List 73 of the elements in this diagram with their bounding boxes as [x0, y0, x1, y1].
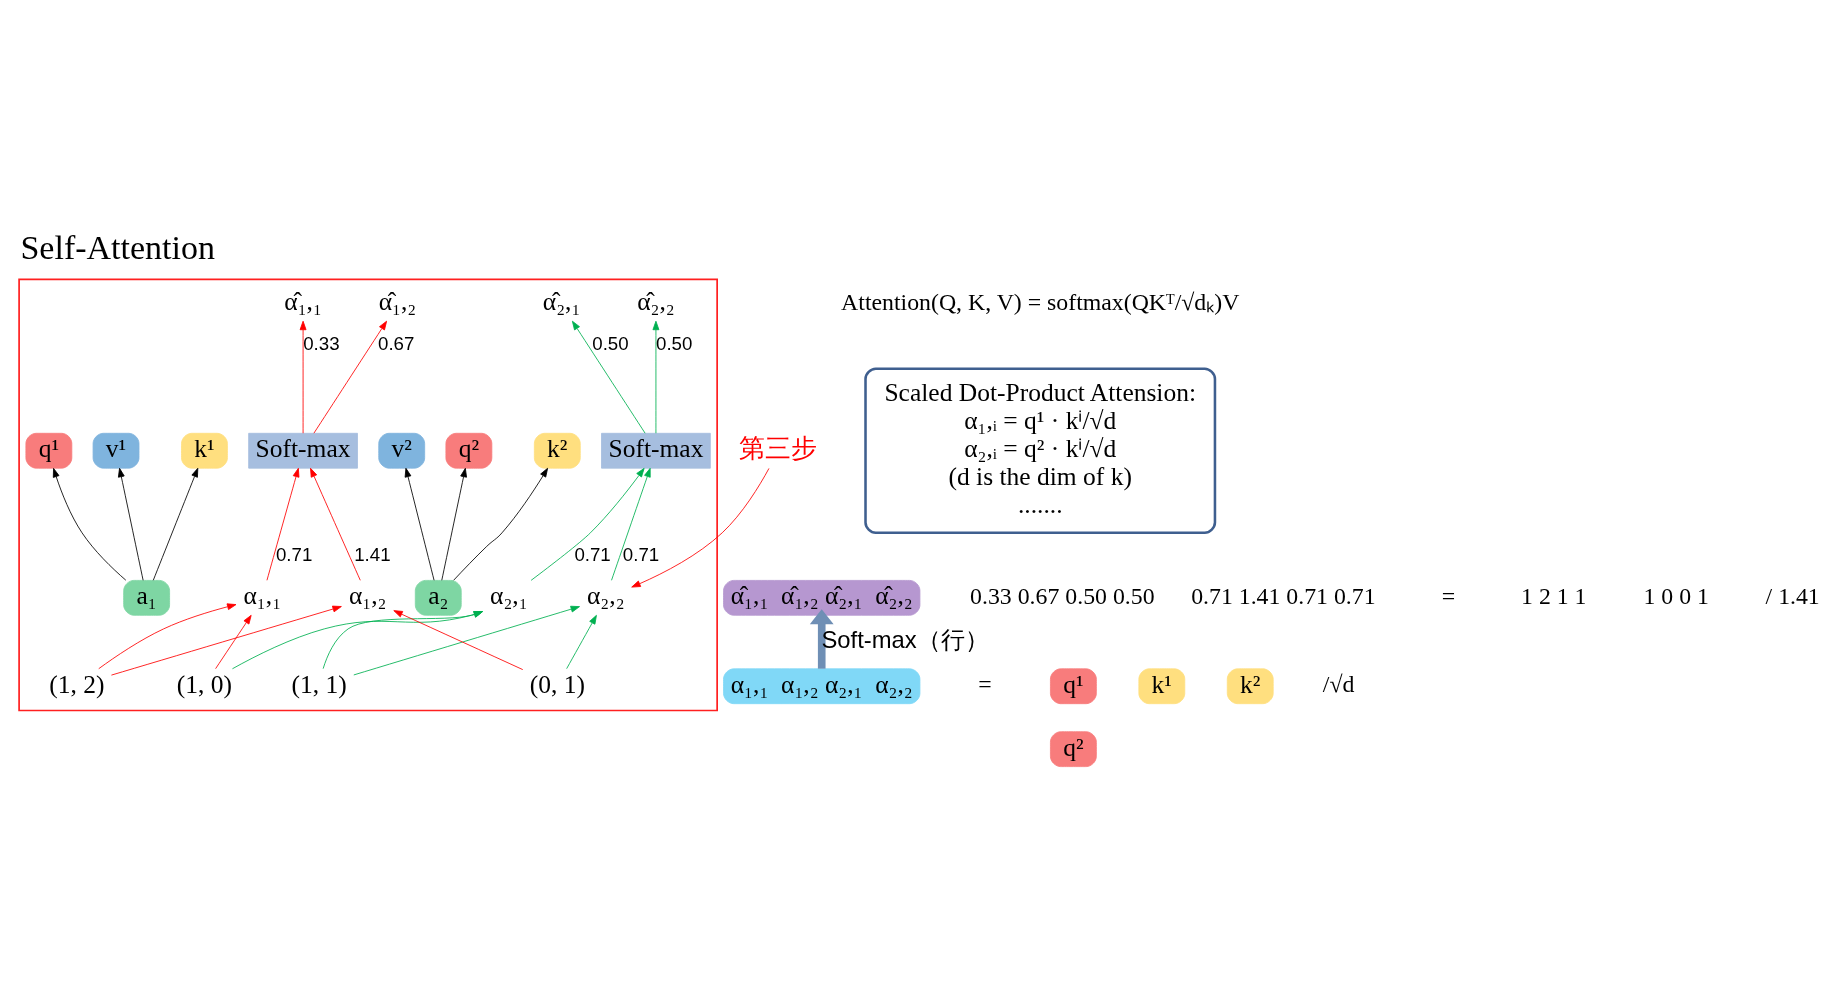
arrow [652, 320, 660, 434]
cluster [18, 278, 718, 712]
node-text: (0, 1) [529, 669, 585, 699]
label: 0.33 0.67 0.50 0.50 [970, 582, 1155, 609]
node-box: α̂₁,₁ α̂₁,₂ α̂₂,₁ α̂₂,₂ [723, 579, 921, 616]
arrow [453, 467, 549, 581]
node-text: 第三步 [738, 434, 817, 464]
arrow [809, 609, 834, 669]
node-box: q¹ [25, 432, 73, 469]
arrow [313, 320, 388, 434]
edge-label: 0.71 [622, 544, 660, 566]
node-box: k² [1226, 668, 1274, 705]
arrow [404, 467, 435, 581]
node-box: a₂ [414, 579, 462, 616]
arrow [215, 614, 252, 670]
arrow [322, 611, 484, 670]
label: 0.71 1.41 0.71 0.71 [1191, 582, 1376, 609]
arrow [530, 467, 645, 581]
node-text: α₁,₁ [243, 581, 282, 611]
arrow [232, 611, 484, 670]
label: = [1441, 582, 1456, 609]
edge-label: 0.67 [377, 332, 415, 354]
arrow [152, 467, 199, 581]
node-box: k¹ [1138, 668, 1186, 705]
node-text: α₁,₂ [348, 581, 387, 611]
node-box: Scaled Dot-Product Attension: α₁,ᵢ = q¹ · kⁱ/√d α₂,ᵢ = q² · kⁱ/√d (d is the dim of k) ....... [864, 367, 1217, 535]
arrow [393, 610, 524, 671]
edge-label: 0.71 [275, 544, 313, 566]
arrow [266, 467, 300, 581]
arrow [611, 467, 651, 581]
node-box: q¹ [1050, 668, 1097, 705]
label: Attention(Q, K, V) = softmax(QKᵀ/√dₖ)V [841, 288, 1240, 315]
arrow [441, 467, 467, 581]
diagram-title: Self-Attention [20, 229, 215, 267]
node-box: v¹ [92, 432, 140, 469]
arrow [631, 468, 770, 588]
arrow [111, 605, 342, 676]
node-text: (1, 1) [291, 669, 347, 699]
edge-label: 0.71 [574, 544, 611, 566]
node-text: (1, 2) [49, 669, 105, 699]
node-box: q² [1050, 731, 1097, 768]
node-text: α̂₁,₂ [378, 287, 417, 317]
arrow [299, 320, 307, 434]
arrow [98, 603, 237, 670]
edge-label: 1.41 [354, 544, 391, 566]
node-text: α̂₁,₁ [284, 287, 322, 317]
arrow [353, 605, 580, 676]
node-box: q² [445, 432, 493, 469]
arrow [117, 467, 144, 581]
node-text: α₂,₂ [587, 581, 625, 611]
edge-label: 0.50 [592, 332, 629, 354]
arrow [52, 467, 127, 581]
node-text: (1, 0) [176, 669, 233, 699]
node-box: v² [378, 432, 426, 469]
node-text: α₂,₁ [490, 581, 528, 611]
edge-label: 0.50 [656, 332, 693, 354]
node-box: Soft-max [248, 432, 358, 469]
node-text: α̂₂,₂ [637, 287, 675, 317]
label: = [978, 671, 992, 698]
label: 1 0 0 1 [1643, 582, 1709, 609]
label: / 1.41 [1765, 582, 1820, 609]
node-box: α₁,₁ α₁,₂ α₂,₁ α₂,₂ [723, 668, 921, 705]
node-box: k² [533, 432, 581, 469]
node-box: k¹ [181, 432, 228, 469]
label: /√d [1322, 671, 1355, 698]
node-text: α̂₂,₁ [542, 287, 581, 317]
label: 1 2 1 1 [1521, 582, 1587, 609]
edge-label: 0.33 [303, 332, 340, 354]
arrow [566, 614, 597, 670]
node-box: a₁ [123, 579, 170, 616]
node-box: Soft-max [601, 432, 711, 469]
arrow [571, 320, 646, 434]
arrow [310, 467, 361, 581]
